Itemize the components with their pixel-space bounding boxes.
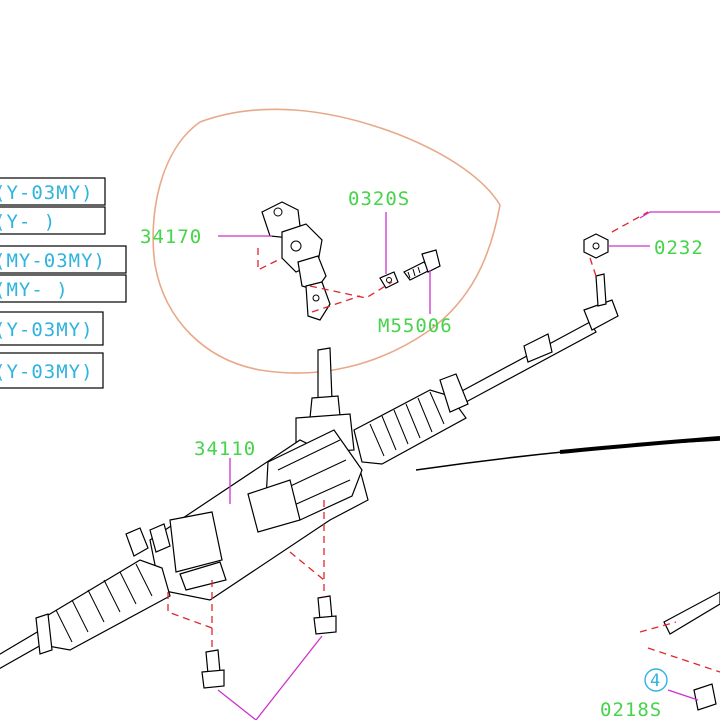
part-number-34170: 34170 xyxy=(140,226,202,248)
dashed-line xyxy=(257,248,283,272)
applicability-label: (Y-03MY) xyxy=(0,182,94,204)
nut-part xyxy=(583,233,609,259)
bolt-m55006-part xyxy=(403,249,441,281)
dashed-line xyxy=(647,647,720,673)
body-reference-line xyxy=(415,439,720,471)
applicability-label: (Y-03MY) xyxy=(0,319,94,341)
part-number-0218s: 0218S xyxy=(600,699,662,720)
dashed-line xyxy=(611,211,649,233)
leader-line xyxy=(667,689,699,701)
part-number-0232: 0232 xyxy=(654,237,704,259)
applicability-label: (MY- ) xyxy=(0,279,69,301)
dashed-line xyxy=(311,295,361,313)
dashed-line xyxy=(289,551,325,581)
leader-line xyxy=(639,211,720,219)
applicability-label: (MY-03MY) xyxy=(0,250,106,272)
dashed-line xyxy=(167,592,213,629)
applicability-box-6: (Y-03MY) xyxy=(0,352,104,389)
part-number-34110: 34110 xyxy=(194,438,256,460)
applicability-label: (Y-03MY) xyxy=(0,361,94,383)
dashed-line xyxy=(639,621,677,633)
applicability-label: (Y- ) xyxy=(0,211,56,233)
applicability-box-3: (MY-03MY) xyxy=(0,245,127,274)
mount-bolt-part xyxy=(313,595,337,635)
leader-line xyxy=(217,635,323,720)
part-number-m55006: M55006 xyxy=(378,315,453,337)
dashed-line xyxy=(589,257,597,277)
tie-rod-end-part xyxy=(663,591,720,711)
steering-gearbox-part xyxy=(0,273,619,670)
applicability-box-5: (Y-03MY) xyxy=(0,311,104,346)
callout-circle: 4 xyxy=(644,668,668,692)
part-number-0320s: 0320S xyxy=(348,188,410,210)
universal-joint-part xyxy=(261,201,331,321)
applicability-box-1: (Y-03MY) xyxy=(0,177,106,206)
annotation-circle xyxy=(152,108,501,374)
applicability-box-2: (Y- ) xyxy=(0,206,106,235)
applicability-box-4: (MY- ) xyxy=(0,274,127,303)
callout-number: 4 xyxy=(650,671,660,691)
dashed-line xyxy=(309,281,393,299)
mount-bolt-part xyxy=(201,649,225,689)
washer-part xyxy=(379,271,399,289)
